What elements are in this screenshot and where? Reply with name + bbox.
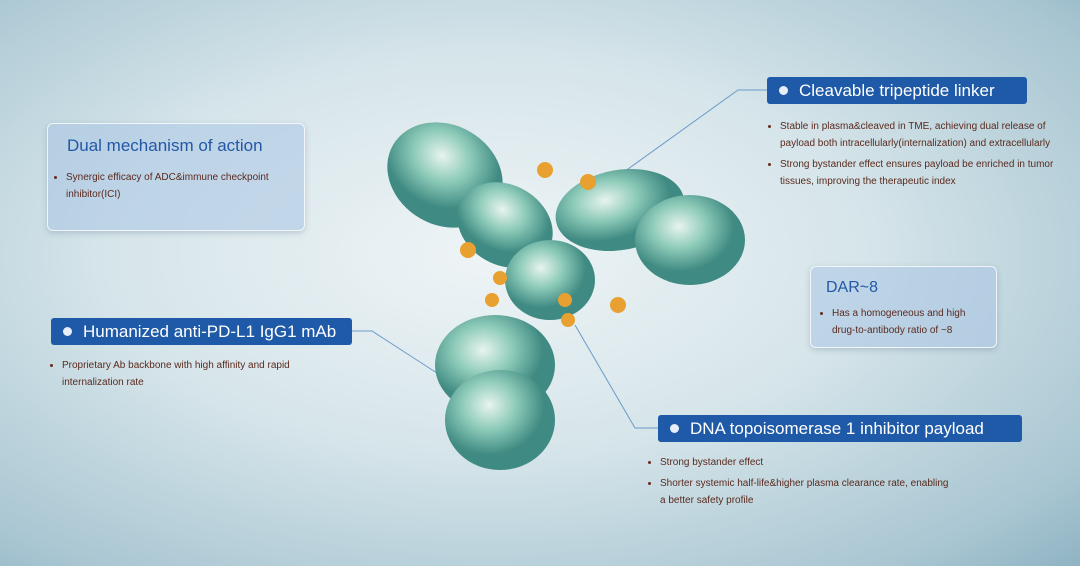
connector-lines: [352, 89, 767, 429]
antibody-shape: [387, 122, 745, 470]
payload-bullets: Strong bystander effect Shorter systemic…: [646, 454, 956, 513]
dual-mechanism-card: [47, 123, 305, 231]
bullet: Shorter systemic half-life&higher plasma…: [646, 475, 956, 509]
dar-title: DAR~8: [826, 279, 879, 296]
bullet: Has a homogeneous and high drug-to-antib…: [818, 305, 988, 339]
bullet: Strong bystander effect: [646, 454, 956, 471]
dar-card: [810, 266, 997, 348]
mab-label: Humanized anti-PD-L1 IgG1 mAb: [51, 318, 352, 345]
linker-label: Cleavable tripeptide linker: [767, 77, 1027, 104]
linker-bullets: Stable in plasma&cleaved in TME, achievi…: [766, 118, 1056, 194]
bullet: Strong bystander effect ensures payload …: [766, 156, 1056, 190]
dual-mechanism-title: Dual mechanism of action: [67, 136, 263, 155]
mab-bullets: Proprietary Ab backbone with high affini…: [48, 357, 328, 395]
dual-mechanism-bullets: Synergic efficacy of ADC&immune checkpoi…: [52, 169, 282, 207]
bullet: Stable in plasma&cleaved in TME, achievi…: [766, 118, 1056, 152]
dar-bullets: Has a homogeneous and high drug-to-antib…: [818, 305, 988, 343]
payload-molecules: [460, 162, 626, 327]
payload-label: DNA topoisomerase 1 inhibitor payload: [658, 415, 1022, 442]
bullet: Synergic efficacy of ADC&immune checkpoi…: [52, 169, 282, 203]
bullet: Proprietary Ab backbone with high affini…: [48, 357, 328, 391]
